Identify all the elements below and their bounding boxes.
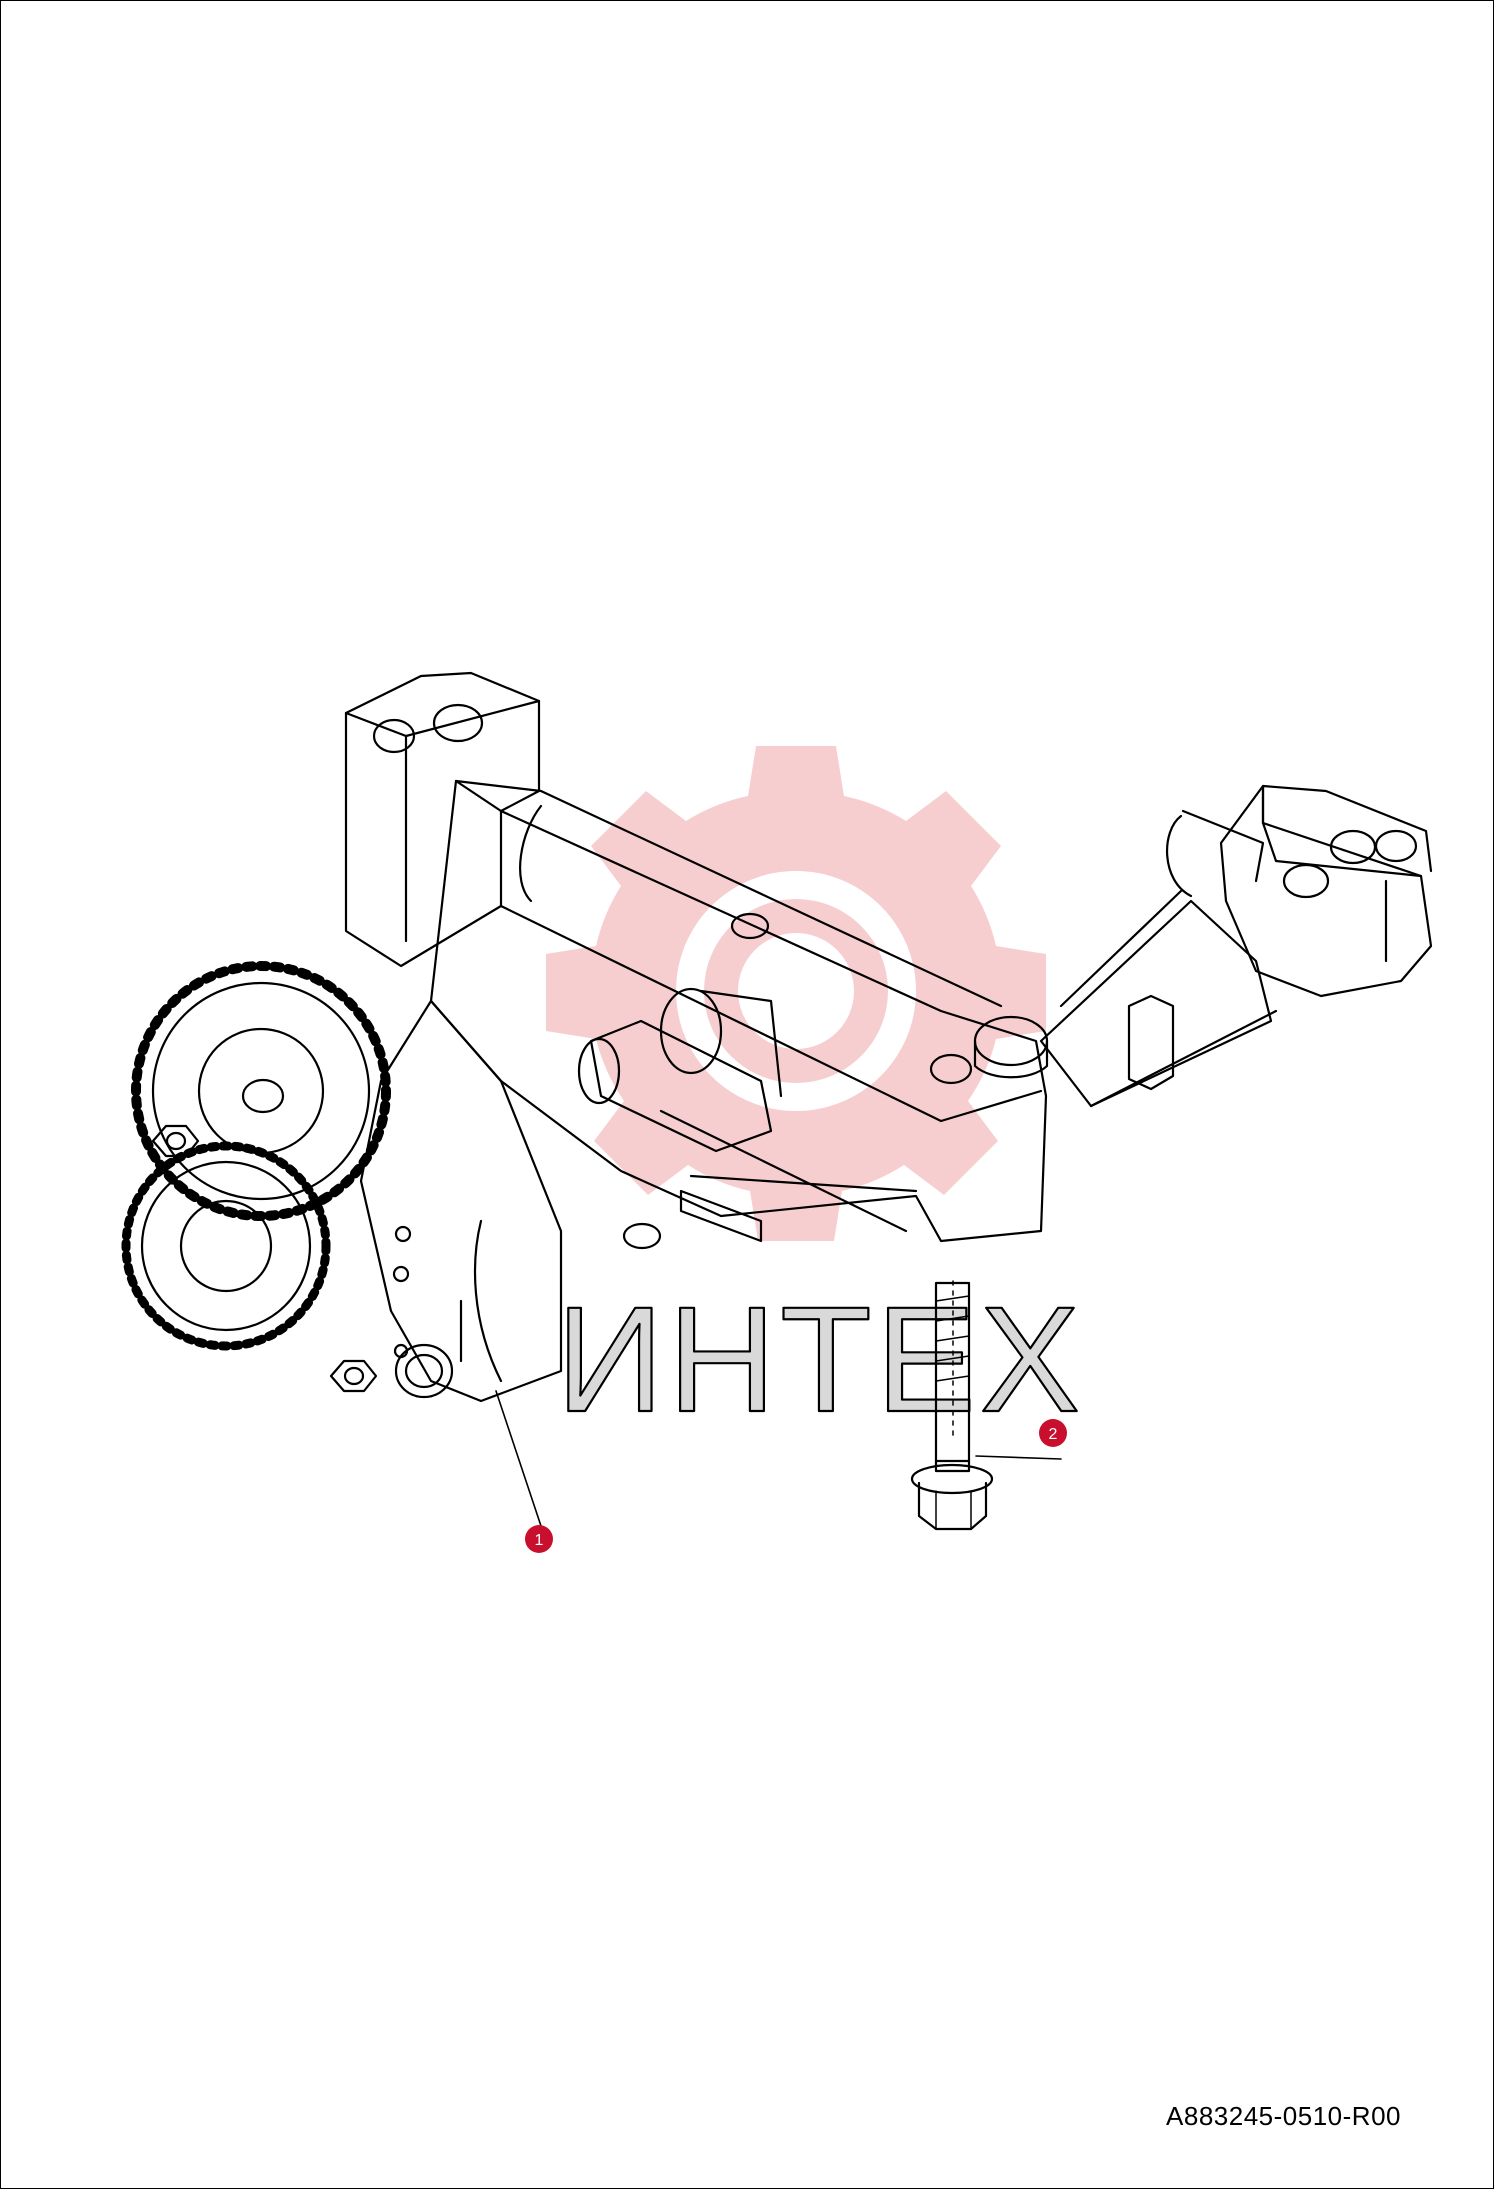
cross-rail <box>1039 899 1273 1108</box>
callout-2[interactable]: 2 <box>1039 1419 1067 1447</box>
nut-left <box>151 1124 200 1158</box>
callout-2-number: 2 <box>1049 1426 1058 1443</box>
rear-bracket <box>344 671 541 968</box>
watermark-text: ИНТЕХ <box>556 1275 1084 1443</box>
document-code: A883245-0510-R00 <box>1166 2101 1401 2131</box>
nut-lower <box>329 1359 378 1393</box>
rotor-cylinder <box>589 1019 773 1153</box>
flange-bolt <box>910 1280 994 1531</box>
oil-pump-assembly <box>121 671 1433 1403</box>
pump-lower-housing <box>359 999 563 1403</box>
drive-gear <box>131 961 391 1221</box>
leader-line-2 <box>975 1455 1062 1460</box>
idler-gear <box>121 1141 331 1351</box>
watermark-gear-icon <box>546 746 1046 1241</box>
plug <box>394 1343 454 1399</box>
right-bracket <box>1219 784 1433 998</box>
callout-1-number: 1 <box>535 1532 544 1549</box>
leader-line-1 <box>495 1390 547 1542</box>
callout-1[interactable]: 1 <box>525 1525 553 1553</box>
